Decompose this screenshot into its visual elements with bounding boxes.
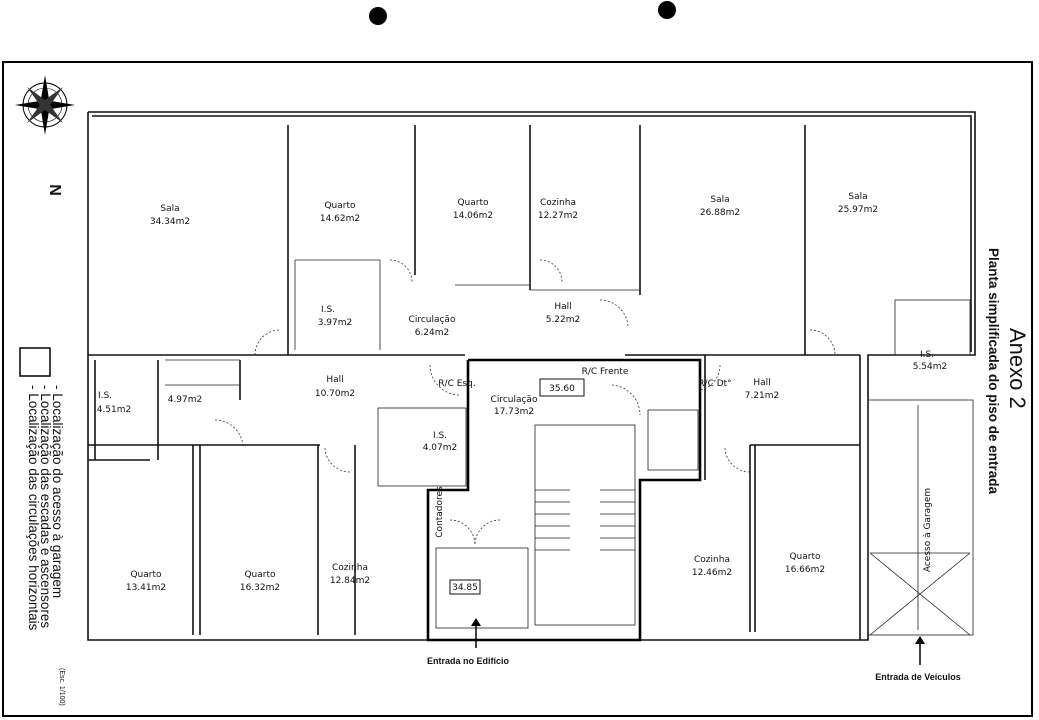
room-area: 14.62m2 <box>320 214 360 224</box>
level-box-upper <box>539 378 585 397</box>
room-area: 5.22m2 <box>546 315 581 325</box>
room-area: 25.97m2 <box>838 205 878 215</box>
building-entrance-label: Entrada no Edifício <box>427 656 510 666</box>
compass-icon <box>15 75 75 135</box>
unit-left-label: R/C Esq. <box>438 379 475 389</box>
common-circulation-outline <box>426 358 702 642</box>
room-area: 13.41m2 <box>126 583 166 593</box>
level-box-entrance <box>449 579 481 595</box>
meters-label: Contadores <box>435 486 445 538</box>
unit-front-label: R/C Frente <box>582 367 629 377</box>
room-name: Quarto <box>244 570 276 580</box>
room-name: Hall <box>326 375 343 385</box>
garage-access-label: Acesso à Garagem <box>923 488 933 572</box>
room-name: Circulação <box>491 395 538 405</box>
unit-right-label: R/C Dt° <box>698 379 731 389</box>
entrance-arrow-head-icon <box>471 618 481 626</box>
room-area: 26.88m2 <box>700 208 740 218</box>
room-area: 34.34m2 <box>150 217 190 227</box>
room-name: I.S. <box>433 431 447 441</box>
door-swings <box>214 259 836 546</box>
room-area: 10.70m2 <box>315 389 355 399</box>
legend-swatch <box>19 347 51 377</box>
room-area: 3.97m2 <box>318 318 353 328</box>
punch-hole <box>369 7 387 25</box>
room-name: Quarto <box>457 198 489 208</box>
plan-subtitle: Planta simplificada do piso de entrada <box>986 248 1001 495</box>
room-name: Hall <box>753 378 770 388</box>
room-area: 7.21m2 <box>745 391 780 401</box>
room-area: 12.46m2 <box>692 568 732 578</box>
room-area: 16.32m2 <box>240 583 280 593</box>
room-area: 12.84m2 <box>330 576 370 586</box>
legend-item-stairs-elevators: - Localização das escadas e ascensores <box>38 385 53 628</box>
room-area: 5.54m2 <box>913 362 948 372</box>
annex-title: Anexo 2 <box>1005 328 1030 409</box>
building-walls <box>87 111 976 641</box>
room-name: Quarto <box>789 552 821 562</box>
room-name: Sala <box>710 195 729 205</box>
room-name: Hall <box>554 302 571 312</box>
legend-item-horizontal-circulation: - Localização das circulações horizontai… <box>26 385 41 631</box>
scale-note: (Esc. 1/100) <box>58 668 65 706</box>
room-name: Quarto <box>324 201 356 211</box>
level-upper: 35.60 <box>549 384 575 394</box>
room-name: Cozinha <box>694 555 730 565</box>
room-labels: Sala 34.34m2 Quarto 14.62m2 Quarto 14.06… <box>97 192 948 593</box>
room-name: Sala <box>160 204 179 214</box>
room-area: 4.07m2 <box>423 443 458 453</box>
room-name: I.S. <box>321 305 335 315</box>
north-label: N <box>46 184 63 196</box>
room-area: 14.06m2 <box>453 211 493 221</box>
punch-hole <box>658 1 676 19</box>
room-name: I.S. <box>920 350 934 360</box>
vehicle-entrance-label: Entrada de Veículos <box>875 672 961 682</box>
room-name: Circulação <box>409 315 456 325</box>
room-name: Cozinha <box>540 198 576 208</box>
level-entrance: 34.85 <box>452 583 478 593</box>
sheet-frame <box>2 61 1033 717</box>
room-area: 6.24m2 <box>415 328 450 338</box>
room-area: 4.51m2 <box>97 405 132 415</box>
room-name: I.S. <box>98 391 112 401</box>
vehicle-entrance-arrow-head-icon <box>915 636 925 644</box>
room-area: 16.66m2 <box>785 565 825 575</box>
room-area: 17.73m2 <box>494 407 534 417</box>
room-name: Quarto <box>130 570 162 580</box>
legend-item-garage-access: - Localização do acesso à garagem <box>50 385 65 598</box>
room-area: 12.27m2 <box>538 211 578 221</box>
room-area: 4.97m2 <box>168 395 203 405</box>
room-name: Cozinha <box>332 563 368 573</box>
room-name: Sala <box>848 192 867 202</box>
